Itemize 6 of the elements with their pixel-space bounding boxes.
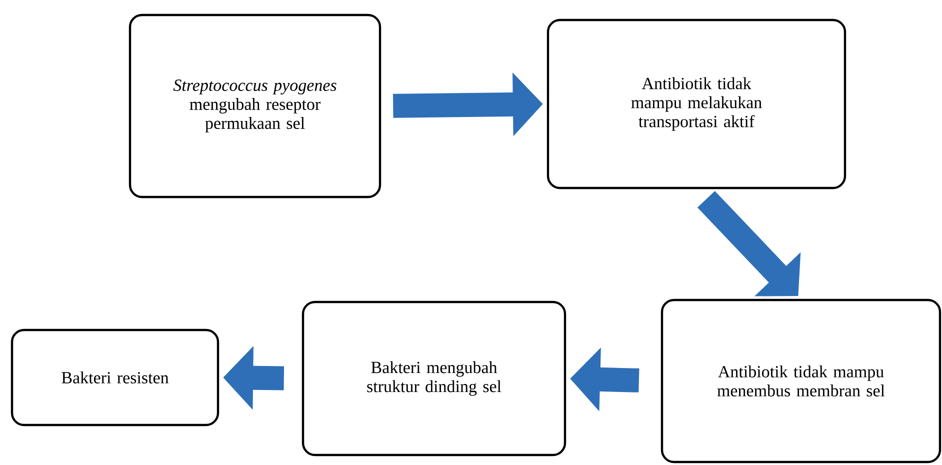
process-box: Streptococcus pyogenes mengubah reseptor permukaan sel [128, 14, 382, 198]
process-box: Antibiotik tidak mampu melakukan transportasi aktif [546, 18, 846, 190]
process-box: Bakteri resisten [10, 328, 220, 426]
process-box: Bakteri mengubah struktur dinding sel [302, 300, 566, 456]
block-arrow [697, 190, 801, 296]
process-box: Antibiotik tidak mampu menembus membran sel [660, 298, 942, 464]
